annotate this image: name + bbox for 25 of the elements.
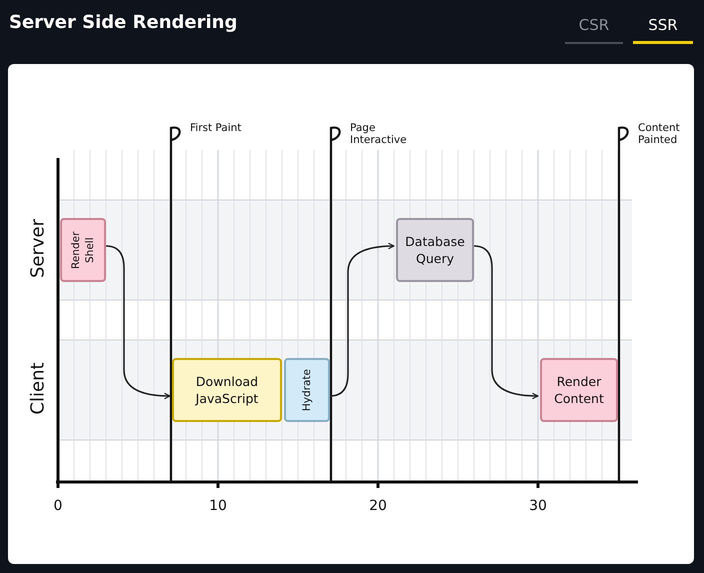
tick-label: 30 [528,498,548,514]
arrow [330,242,395,397]
task-label: Download JavaScript [194,373,260,407]
lane-label: Client [28,361,48,417]
task-label: Database Query [404,233,466,267]
task-box [284,358,330,422]
tab: CSR [565,16,623,44]
task-label: Hydrate [300,368,314,412]
task-box [540,358,618,422]
task-box [172,358,282,422]
milestone-label: Content Painted [638,122,681,146]
milestone-label: First Paint [190,122,242,134]
tick-label: 20 [368,498,388,514]
task-label: Render Shell [69,230,97,271]
tab: SSR [633,16,693,44]
task-label: Render Content [553,373,605,407]
arrow [474,245,539,400]
tick-label: 10 [208,498,228,514]
task-box [60,218,106,282]
milestone-label: Page Interactive [350,122,408,146]
task-box [396,218,474,282]
lane-label: Server [28,218,48,280]
arrow [106,245,171,400]
page-title: Server Side Rendering [9,12,238,33]
tick-label: 0 [52,498,64,514]
